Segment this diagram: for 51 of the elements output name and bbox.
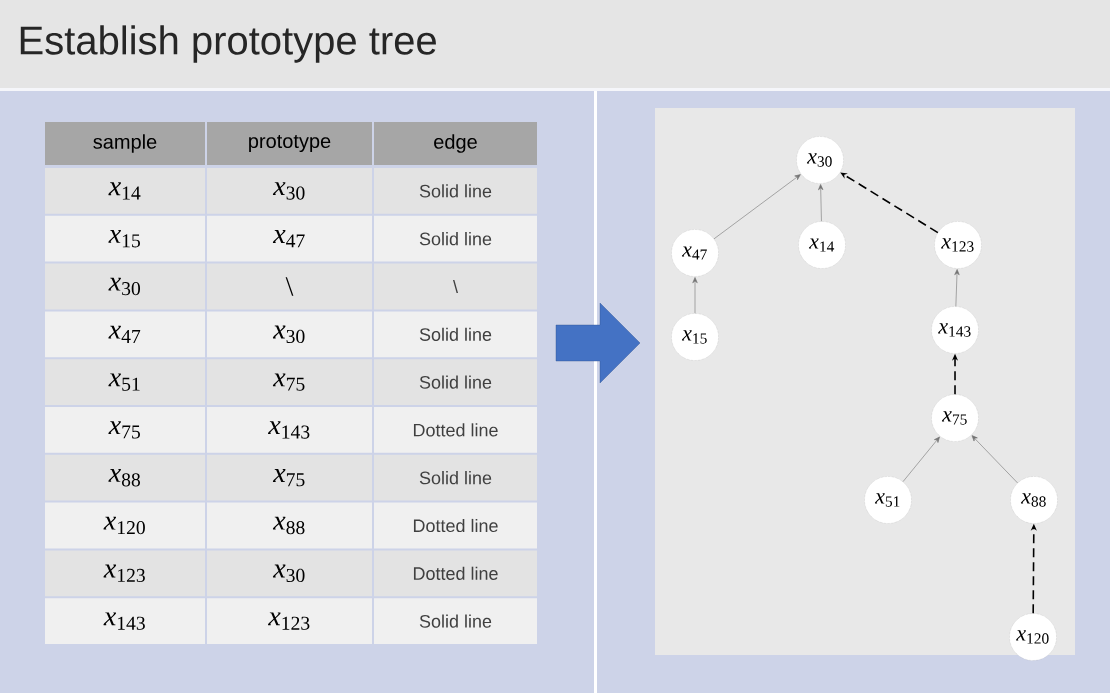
table-cell: x$_{88}$ (207, 502, 372, 549)
arrow (713, 174, 801, 240)
tree-node: x$_{47}$ (671, 229, 719, 277)
table-cell: x$_{51}$ (45, 359, 205, 405)
arrow (840, 172, 939, 234)
table-cell: x$_{30}$ (207, 168, 372, 214)
table-cell: x$_{120}$ (45, 502, 205, 549)
table-cell: x$_{88}$ (45, 454, 205, 501)
tree-node: x$_{120}$ (1009, 613, 1057, 661)
table-cell: x$_{14}$ (45, 168, 205, 214)
table-cell: x$_{123}$ (207, 598, 372, 644)
table-cell: Solid line (374, 215, 537, 262)
table-header-cell: sample (45, 122, 205, 165)
table-cell: \ (207, 263, 372, 310)
table-cell: Solid line (374, 168, 537, 214)
tree-node: x$_{75}$ (931, 394, 979, 442)
table-cell: x$_{30}$ (45, 263, 205, 310)
table-cell: x$_{143}$ (45, 598, 205, 644)
tree-node: x$_{14}$ (798, 221, 846, 269)
arrow (971, 435, 1018, 484)
table-cell: x$_{30}$ (207, 550, 372, 597)
table-header-cell: edge (374, 122, 537, 165)
table-cell: x$_{47}$ (45, 311, 205, 358)
table-cell: x$_{75}$ (207, 359, 372, 405)
table-cell: Dotted line (374, 502, 537, 549)
table-cell: Solid line (374, 311, 537, 358)
table-cell: x$_{143}$ (207, 407, 372, 453)
table-cell: x$_{75}$ (207, 454, 372, 501)
table-cell: Dotted line (374, 407, 537, 453)
table-cell: x$_{30}$ (207, 311, 372, 358)
tree-node: x$_{123}$ (934, 221, 982, 269)
title: Establish prototype tree (20, 25, 436, 63)
tree-node: x$_{30}$ (796, 136, 844, 184)
arrow (818, 184, 824, 222)
arrow (954, 269, 960, 307)
table-cell: x$_{47}$ (207, 215, 372, 262)
table-cell: x$_{123}$ (45, 550, 205, 597)
tree-node: x$_{143}$ (931, 306, 979, 354)
table-cell: Solid line (374, 598, 537, 644)
tree-node: x$_{51}$ (864, 476, 912, 524)
tree-node: x$_{15}$ (671, 313, 719, 361)
table-cell: Dotted line (374, 550, 537, 597)
table-cell: x$_{15}$ (45, 215, 205, 262)
arrow (692, 277, 698, 314)
table-cell: \ (374, 263, 537, 310)
arrow (902, 436, 940, 482)
table-cell: Solid line (374, 359, 537, 405)
table-cell: x$_{75}$ (45, 407, 205, 453)
tree-node: x$_{88}$ (1010, 476, 1058, 524)
table-header-cell: prototype (207, 122, 372, 165)
table-cell: Solid line (374, 454, 537, 501)
